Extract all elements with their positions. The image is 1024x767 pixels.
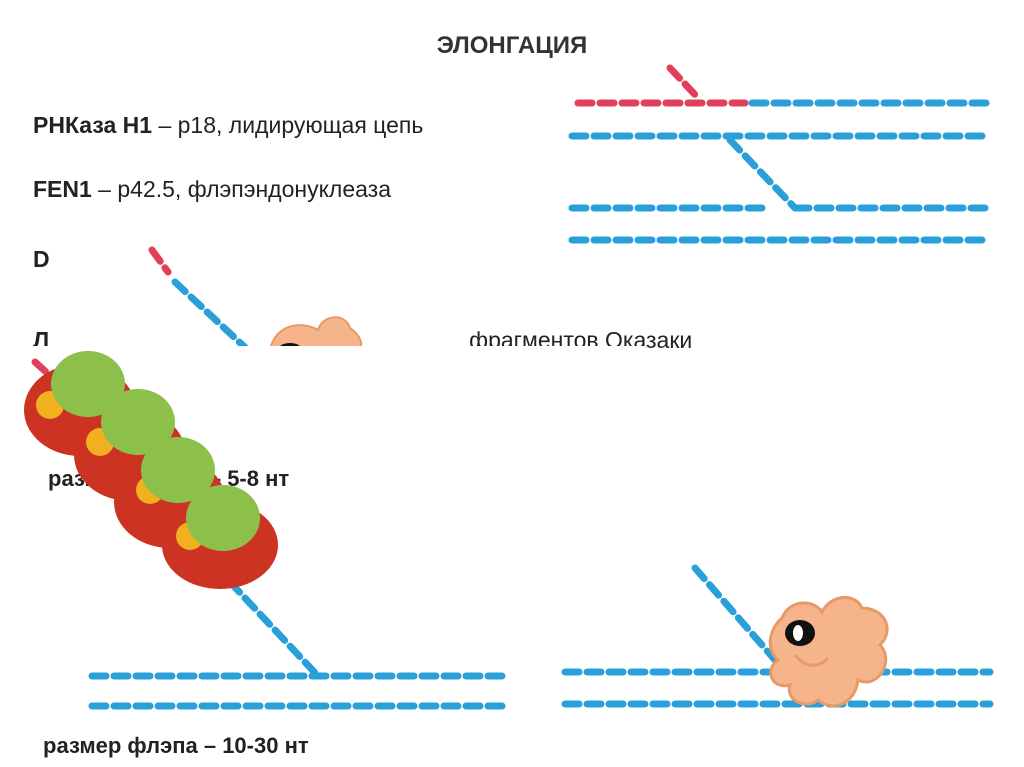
text-line-d: D	[33, 246, 50, 273]
line-term: FEN1	[33, 176, 92, 202]
slide-title: ЭЛОНГАЦИЯ	[436, 32, 588, 59]
line-term: D	[33, 246, 50, 272]
text-line-rnase-h1: РНКаза Н1 – р18, лидирующая цепь	[33, 112, 423, 139]
line-desc: – р18, лидирующая цепь	[152, 112, 424, 138]
text-line-fen1: FEN1 – р42.5, флэпэндонуклеаза	[33, 176, 391, 203]
flap-size-long-label: размер флэпа – 10-30 нт	[43, 733, 309, 758]
fen1-protein-body	[768, 596, 889, 708]
protein-complex-4	[162, 485, 278, 589]
line-term: РНКаза Н1	[33, 112, 153, 138]
line-desc: – р42.5, флэпэндонуклеаза	[91, 176, 391, 202]
